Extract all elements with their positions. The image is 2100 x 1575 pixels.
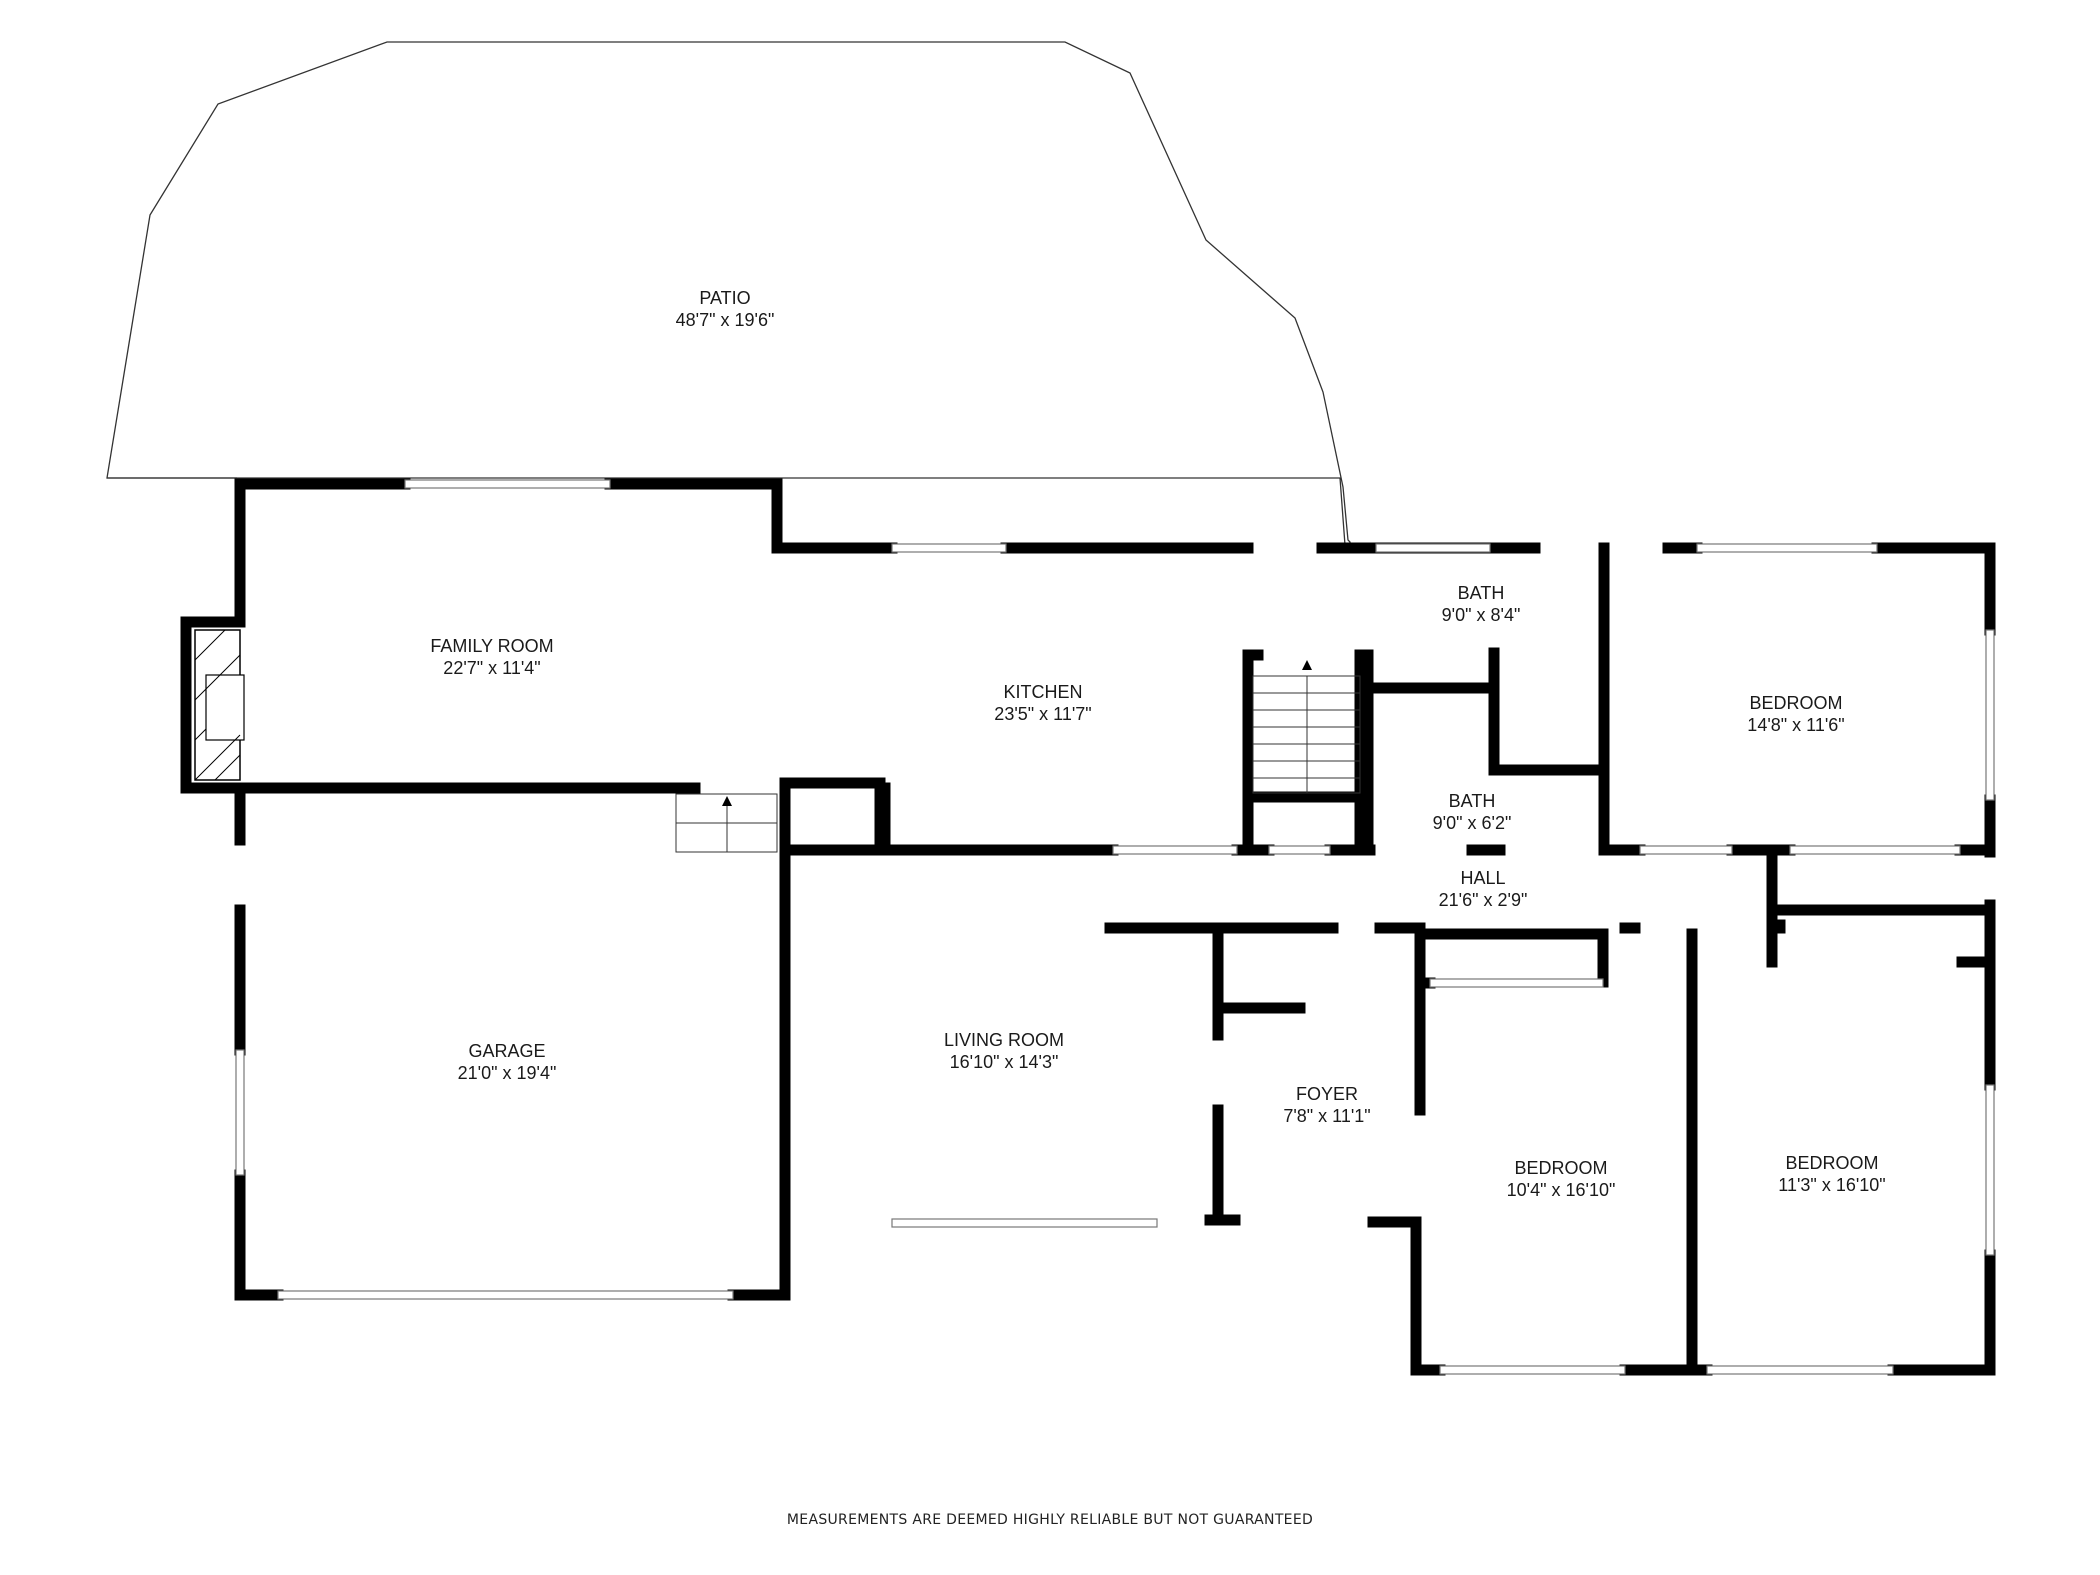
room-hall: HALL 21'6" x 2'9" xyxy=(1439,867,1528,911)
room-name: BEDROOM xyxy=(1514,1158,1608,1178)
disclaimer-text: MEASUREMENTS ARE DEEMED HIGHLY RELIABLE … xyxy=(786,1512,1314,1528)
room-name: HALL xyxy=(1460,868,1506,888)
room-garage: GARAGE 21'0" x 19'4" xyxy=(458,1040,557,1084)
room-dimensions: 21'6" x 2'9" xyxy=(1438,890,1528,910)
room-name: LIVING ROOM xyxy=(943,1030,1065,1050)
fireplace xyxy=(194,629,245,781)
room-dimensions: 14'8" x 11'6" xyxy=(1747,715,1845,735)
room-dimensions: 22'7" x 11'4" xyxy=(443,658,541,678)
room-name: BEDROOM xyxy=(1785,1153,1879,1173)
room-dimensions: 16'10" x 14'3" xyxy=(949,1052,1059,1072)
room-kitchen: KITCHEN 23'5" x 11'7" xyxy=(994,681,1091,725)
room-patio: PATIO 48'7" x 19'6" xyxy=(676,287,775,331)
room-dimensions: 9'0" x 8'4" xyxy=(1441,605,1521,625)
room-bath-1: BATH 9'0" x 8'4" xyxy=(1442,582,1521,626)
room-name: BATH xyxy=(1448,791,1496,811)
room-name: KITCHEN xyxy=(1003,682,1083,702)
room-name: BATH xyxy=(1457,583,1505,603)
stair-arrow-icon xyxy=(1302,660,1312,670)
room-dimensions: 11'3" x 16'10" xyxy=(1778,1175,1886,1195)
walls xyxy=(180,478,1996,1376)
room-name: FAMILY ROOM xyxy=(430,636,554,656)
room-dimensions: 23'5" x 11'7" xyxy=(994,704,1092,724)
room-dimensions: 10'4" x 16'10" xyxy=(1506,1180,1616,1200)
room-living-room: LIVING ROOM 16'10" x 14'3" xyxy=(944,1029,1064,1073)
room-name: GARAGE xyxy=(468,1041,546,1061)
room-name: FOYER xyxy=(1295,1084,1358,1104)
room-name: BEDROOM xyxy=(1749,693,1843,713)
stair-arrow-icon xyxy=(722,796,732,806)
room-dimensions: 48'7" x 19'6" xyxy=(675,310,775,330)
room-name: PATIO xyxy=(699,288,751,308)
room-dimensions: 9'0" x 6'2" xyxy=(1432,813,1512,833)
room-dimensions: 21'0" x 19'4" xyxy=(457,1063,557,1083)
stairs xyxy=(675,675,1361,853)
room-foyer: FOYER 7'8" x 11'1" xyxy=(1283,1083,1370,1127)
room-bedroom-2: BEDROOM 10'4" x 16'10" xyxy=(1507,1157,1616,1201)
room-bedroom-1: BEDROOM 14'8" x 11'6" xyxy=(1747,692,1844,736)
room-bedroom-3: BEDROOM 11'3" x 16'10" xyxy=(1778,1152,1885,1196)
room-family-room: FAMILY ROOM 22'7" x 11'4" xyxy=(430,635,553,679)
room-bath-2: BATH 9'0" x 6'2" xyxy=(1433,790,1512,834)
windows xyxy=(235,479,1995,1375)
room-dimensions: 7'8" x 11'1" xyxy=(1283,1106,1371,1126)
